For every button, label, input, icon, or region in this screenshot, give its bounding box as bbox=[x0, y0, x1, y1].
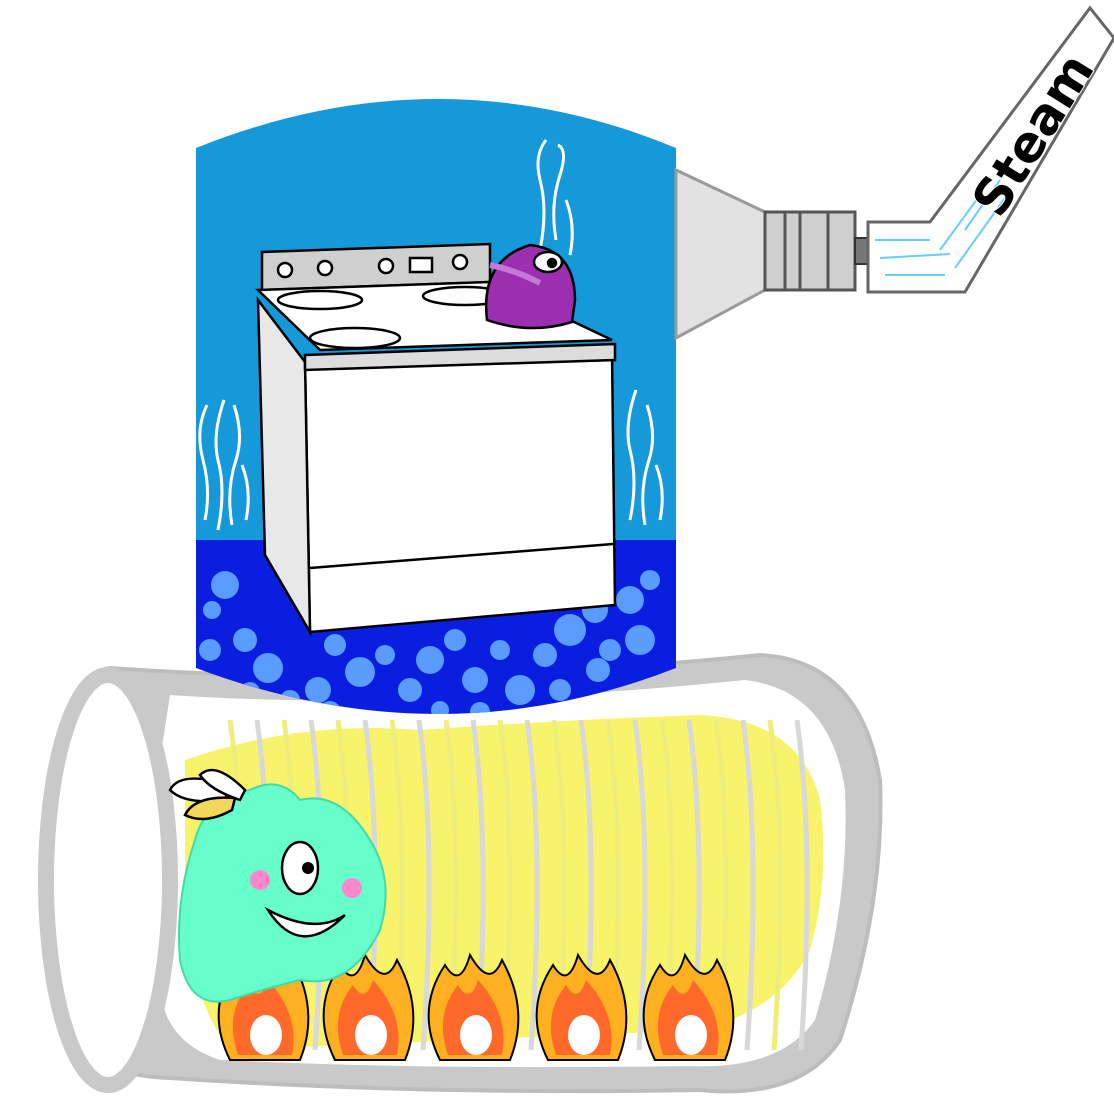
bubble-icon bbox=[324, 634, 346, 656]
bubble-icon bbox=[462, 667, 488, 693]
bubble-icon bbox=[416, 646, 444, 674]
bubble-icon bbox=[616, 586, 644, 614]
bubble-icon bbox=[305, 677, 331, 703]
bubble-icon bbox=[375, 645, 395, 665]
pipe-coupling bbox=[765, 212, 855, 290]
bubble-icon bbox=[211, 571, 239, 599]
steam-outlet: Steam bbox=[676, 8, 1114, 338]
bubble-icon bbox=[586, 658, 610, 682]
bubble-icon bbox=[253, 653, 283, 683]
bubble-icon bbox=[199, 639, 221, 661]
bubble-icon bbox=[640, 570, 660, 590]
bubble-icon bbox=[505, 675, 535, 705]
flame-icon bbox=[537, 955, 627, 1060]
bubble-icon bbox=[599, 639, 621, 661]
bubble-icon bbox=[554, 614, 586, 646]
bubble-icon bbox=[625, 625, 655, 655]
bubble-icon bbox=[549, 679, 571, 701]
steam-pipe-label: Steam bbox=[961, 43, 1105, 226]
funnel bbox=[676, 170, 765, 338]
bubble-icon bbox=[398, 678, 422, 702]
bubble-icon bbox=[345, 657, 375, 687]
flame-icon bbox=[429, 955, 519, 1060]
bubble-icon bbox=[233, 628, 257, 652]
bubble-icon bbox=[533, 643, 557, 667]
bubble-icon bbox=[203, 601, 221, 619]
bubble-icon bbox=[490, 640, 510, 660]
drum-open-end bbox=[46, 675, 170, 1085]
bubble-icon bbox=[444, 629, 466, 651]
flame-icon bbox=[644, 955, 734, 1060]
